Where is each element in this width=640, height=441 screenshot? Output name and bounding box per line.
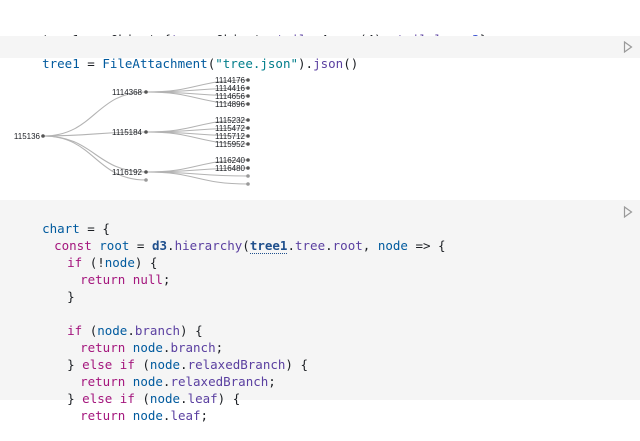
node-dot bbox=[246, 126, 250, 130]
code-line: } else if (node.relaxedBranch) { bbox=[67, 357, 308, 372]
code-line: return node.leaf; bbox=[80, 408, 209, 423]
link bbox=[145, 131, 249, 145]
node-dot bbox=[246, 158, 250, 162]
code-line: } bbox=[67, 289, 75, 304]
node-label: 1114368 bbox=[112, 88, 143, 97]
node-dot bbox=[246, 86, 250, 90]
node-label: 1114896 bbox=[215, 100, 246, 109]
run-cell-icon[interactable] bbox=[623, 206, 633, 218]
node-dot bbox=[246, 94, 250, 98]
node-label: 1115184 bbox=[112, 128, 143, 137]
node-label: 1114656 bbox=[215, 92, 246, 101]
node-label: 1116480 bbox=[215, 164, 246, 173]
code-line: tree1 = FileAttachment("tree.json").json… bbox=[42, 56, 359, 71]
code-line: chart = { bbox=[42, 221, 110, 236]
node-label: 1114416 bbox=[215, 84, 246, 93]
node-dot bbox=[246, 118, 250, 122]
link bbox=[145, 171, 249, 185]
node-label: 1115472 bbox=[215, 124, 246, 133]
link bbox=[42, 135, 147, 173]
node-label: 1115232 bbox=[215, 116, 246, 125]
code-line: const root = d3.hierarchy(tree1.tree.roo… bbox=[54, 238, 446, 254]
node-label: 1114176 bbox=[215, 76, 246, 85]
link bbox=[42, 91, 147, 137]
node-dot bbox=[246, 142, 250, 146]
node-label: 1116240 bbox=[215, 156, 246, 165]
link bbox=[42, 131, 147, 137]
code-line: if (!node) { bbox=[67, 255, 158, 270]
code-line: return null; bbox=[80, 272, 171, 287]
code-line: return node.branch; bbox=[80, 340, 224, 355]
code-line: } else if (node.leaf) { bbox=[67, 391, 241, 406]
code-cell-tree1[interactable]: tree1 = FileAttachment("tree.json").json… bbox=[0, 36, 640, 71]
link bbox=[145, 91, 249, 105]
run-cell-icon[interactable] bbox=[623, 41, 633, 53]
node-dot bbox=[246, 174, 250, 178]
cell-reference-link[interactable]: tree1 bbox=[249, 238, 288, 254]
node-dot bbox=[144, 178, 148, 182]
node-label: 1115952 bbox=[215, 140, 246, 149]
node-dot bbox=[41, 134, 45, 138]
tree-diagram: 115136 1114368 1115184 1116192 1114176 1… bbox=[14, 76, 250, 186]
link bbox=[42, 135, 147, 181]
code-cell-chart[interactable]: chart = { const root = d3.hierarchy(tree… bbox=[0, 200, 640, 423]
node-dot bbox=[246, 166, 250, 170]
node-dot bbox=[246, 102, 250, 106]
node-label-root: 115136 bbox=[14, 132, 41, 141]
output-line: tree1 = ▶Object {tree: Object, tail: Arr… bbox=[12, 14, 487, 47]
code-line: if (node.branch) { bbox=[67, 323, 203, 338]
node-dot bbox=[144, 90, 148, 94]
node-dot bbox=[144, 130, 148, 134]
node-dot bbox=[246, 134, 250, 138]
node-label: 1116192 bbox=[112, 168, 143, 177]
node-dot bbox=[246, 182, 250, 186]
node-dot bbox=[246, 78, 250, 82]
node-dot bbox=[144, 170, 148, 174]
output-inspector: tree1 = ▶Object {tree: Object, tail: Arr… bbox=[0, 14, 640, 47]
node-label: 1115712 bbox=[215, 132, 246, 141]
code-line: return node.relaxedBranch; bbox=[80, 374, 276, 389]
